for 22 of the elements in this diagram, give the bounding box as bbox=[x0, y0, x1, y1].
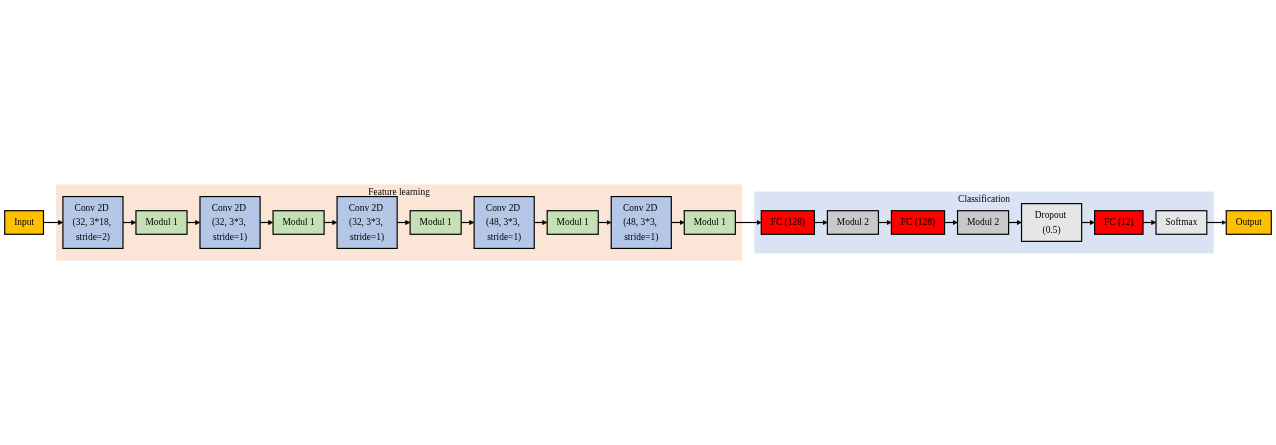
node-box: Conv 2D (32, 3*3, stride=1) bbox=[199, 196, 261, 249]
node-box: Modul 1 bbox=[135, 210, 188, 235]
arrow bbox=[1081, 219, 1095, 226]
node-box: Modul 2 bbox=[826, 210, 880, 235]
node-box: Conv 2D (48, 3*3, stride=1) bbox=[610, 196, 672, 249]
node-box: Modul 1 bbox=[409, 210, 462, 235]
node-box: Modul 1 bbox=[683, 210, 736, 235]
node-box: Conv 2D (32, 3*3, stride=1) bbox=[336, 196, 398, 249]
node-box: Softmax bbox=[1155, 210, 1208, 235]
node-box: FC (128) bbox=[760, 210, 815, 235]
node-box: Conv 2D (32, 3*18, stride=2) bbox=[62, 196, 124, 249]
node-box: Input bbox=[4, 210, 45, 235]
arrow bbox=[1008, 219, 1022, 226]
arrow bbox=[1206, 219, 1227, 226]
node-box: Modul 1 bbox=[546, 210, 599, 235]
node-box: FC (128) bbox=[890, 210, 946, 235]
node-box: Dropout (0.5) bbox=[1020, 203, 1083, 242]
node-box: FC (12) bbox=[1094, 210, 1144, 235]
node-box: Output bbox=[1225, 210, 1272, 235]
node-box: Conv 2D (48, 3*3, stride=1) bbox=[473, 196, 535, 249]
node-box: Modul 2 bbox=[956, 210, 1010, 235]
node-box: Modul 1 bbox=[272, 210, 325, 235]
